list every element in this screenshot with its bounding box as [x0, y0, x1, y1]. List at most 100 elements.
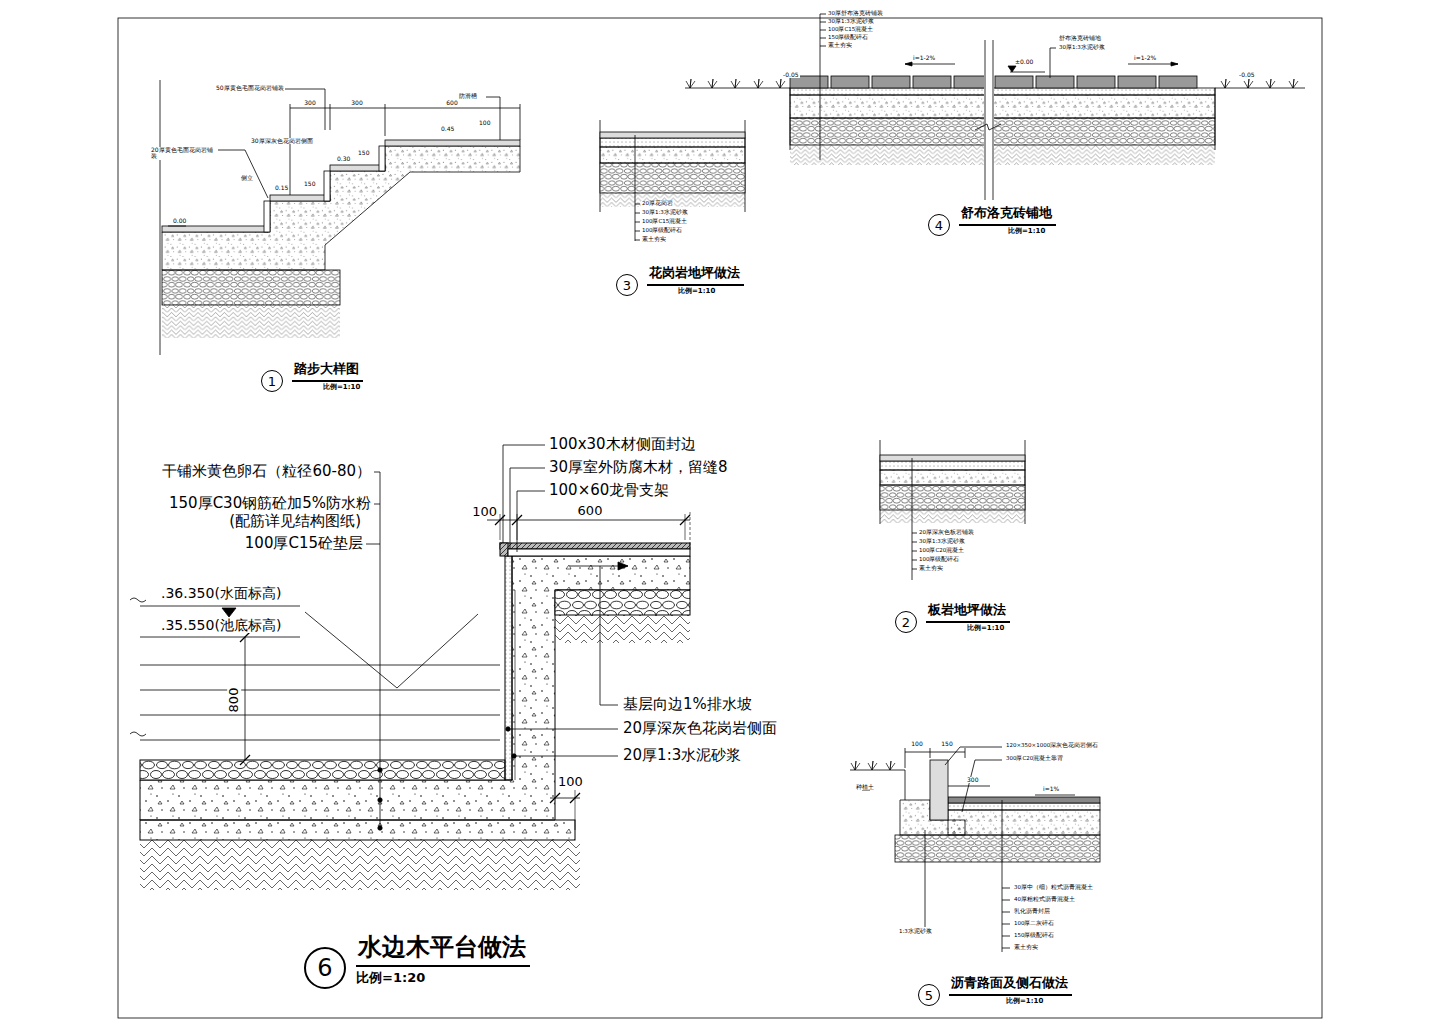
- drawing-line: [240, 632, 250, 642]
- drawing-polyline: [510, 468, 545, 549]
- drawing-rect: [948, 803, 1100, 810]
- detail-tag: 5沥青路面及侧石做法比例=1:10: [918, 984, 940, 1006]
- annotation-text: 600: [577, 504, 604, 518]
- paver-block: [1036, 76, 1074, 88]
- drawing-rect: [895, 835, 1100, 862]
- slate-section: [880, 440, 1025, 580]
- drawing-polyline: [305, 612, 478, 688]
- drawing-line: [366, 544, 380, 545]
- drawing-line: [690, 512, 691, 548]
- annotation-text: 100: [478, 120, 491, 126]
- annotation-text: 150: [357, 150, 370, 156]
- annotation-text: 20厚1:3水泥砂浆: [622, 748, 742, 764]
- annotation-text: 侧立: [240, 175, 254, 181]
- drawing-polyline: [218, 150, 268, 198]
- drawing-polyline: [905, 770, 906, 800]
- annotation-text: 150: [940, 741, 953, 747]
- drawing-rect: [880, 510, 1025, 523]
- grass-tuft: [886, 761, 895, 770]
- scale-note: 比例=1:10: [1006, 996, 1043, 1006]
- annotation-text: ±0.00: [1014, 59, 1034, 65]
- annotation-text: 150厚级配碎石: [827, 35, 870, 41]
- annotation-text: 20厚黄色毛面花岗岩铺装: [150, 147, 218, 160]
- tag-number: 3: [616, 274, 638, 296]
- drawing-line: [912, 533, 917, 534]
- annotation-text: 30厚深灰色花岗岩侧面: [250, 138, 314, 144]
- asphalt-curb-section: [850, 747, 1100, 952]
- drawing-line: [1002, 900, 1010, 901]
- scale-note: 比例=1:20: [356, 969, 425, 987]
- drawing-rect: [930, 760, 948, 820]
- annotation-text: 100x30木材侧面封边: [548, 437, 697, 453]
- drawing-polygon: [162, 146, 520, 270]
- drawing-rect: [790, 145, 1215, 165]
- drawing-line: [140, 665, 500, 666]
- drawing-line: [1002, 936, 1010, 937]
- grass-tuft: [776, 79, 785, 88]
- grass-tuft: [868, 761, 877, 770]
- drawing-line: [820, 14, 821, 160]
- drawing-line: [1035, 795, 1075, 796]
- drawing-rect: [500, 543, 690, 549]
- drawing-path: [130, 598, 146, 602]
- annotation-text: 种植土: [855, 784, 875, 790]
- drawing-rect: [140, 820, 575, 840]
- drawing-line: [140, 740, 500, 741]
- annotation-text: 150厚C30钢筋砼加5%防水粉: [168, 496, 372, 512]
- drawing-line: [374, 504, 380, 505]
- detail-title: 沥青路面及侧石做法: [949, 974, 1072, 996]
- annotation-text: i=1-2%: [1133, 55, 1157, 61]
- drawing-polygon: [1171, 62, 1178, 66]
- drawing-rect: [140, 840, 580, 890]
- drawing-rect: [880, 461, 1025, 470]
- annotation-text: 100: [910, 741, 923, 747]
- drawing-rect: [508, 549, 690, 556]
- step-section: [160, 80, 520, 355]
- annotation-text: 30厚1:3水泥砂浆: [918, 539, 966, 545]
- drawing-circle: [506, 727, 510, 731]
- drawing-rect: [948, 797, 1100, 803]
- annotation-text: 素土夯实: [827, 43, 853, 49]
- detail-title: 花岗岩地坪做法: [647, 264, 744, 286]
- paver-block: [1118, 76, 1156, 88]
- drawing-line: [925, 830, 926, 927]
- drawing-rect: [880, 470, 1025, 485]
- drawing-line: [820, 38, 826, 39]
- drawing-polyline: [1050, 48, 1056, 78]
- granite-section: [600, 120, 745, 241]
- annotation-text: -0.05: [1238, 72, 1256, 78]
- drawing-line: [850, 770, 905, 771]
- drawing-line: [160, 80, 161, 355]
- annotation-text: 30厚1:3水泥砂浆: [1058, 45, 1106, 51]
- drawing-line: [685, 88, 790, 89]
- detail-title: 舒布洛克砖铺地: [959, 204, 1056, 226]
- annotation-text: 100: [471, 505, 498, 519]
- drawing-rect: [162, 270, 340, 305]
- tag-number: 1: [261, 370, 283, 392]
- annotation-text: 干铺米黄色卵石（粒径60-80）: [161, 464, 372, 480]
- drawing-rect: [270, 195, 330, 201]
- drawing-rect: [948, 810, 1100, 835]
- drawing-polyline: [486, 97, 500, 140]
- annotation-text: 300: [303, 100, 316, 106]
- annotation-text: 0.30: [336, 156, 351, 162]
- drawing-line: [575, 790, 576, 830]
- drawing-rect: [330, 165, 385, 171]
- annotation-text: 0.00: [172, 218, 187, 224]
- drawing-line: [912, 458, 913, 580]
- grass-tufts: [686, 79, 1298, 770]
- drawing-line: [168, 226, 186, 227]
- drawing-line: [912, 542, 917, 543]
- annotation-text: 150: [303, 181, 316, 187]
- drawing-rect: [880, 485, 1025, 510]
- drawing-line: [790, 88, 791, 150]
- annotation-text: 舒布洛克砖铺地: [1058, 36, 1102, 42]
- annotation-text: 30厚室外防腐木材，留缝8: [548, 460, 729, 476]
- drawing-circle: [378, 798, 382, 802]
- drawing-line: [1002, 888, 1010, 889]
- drawing-polyline: [600, 566, 618, 705]
- annotation-text: 600: [445, 100, 458, 106]
- annotation-text: 素土夯实: [641, 237, 667, 243]
- annotation-text: 100厚C20混凝土: [918, 548, 965, 554]
